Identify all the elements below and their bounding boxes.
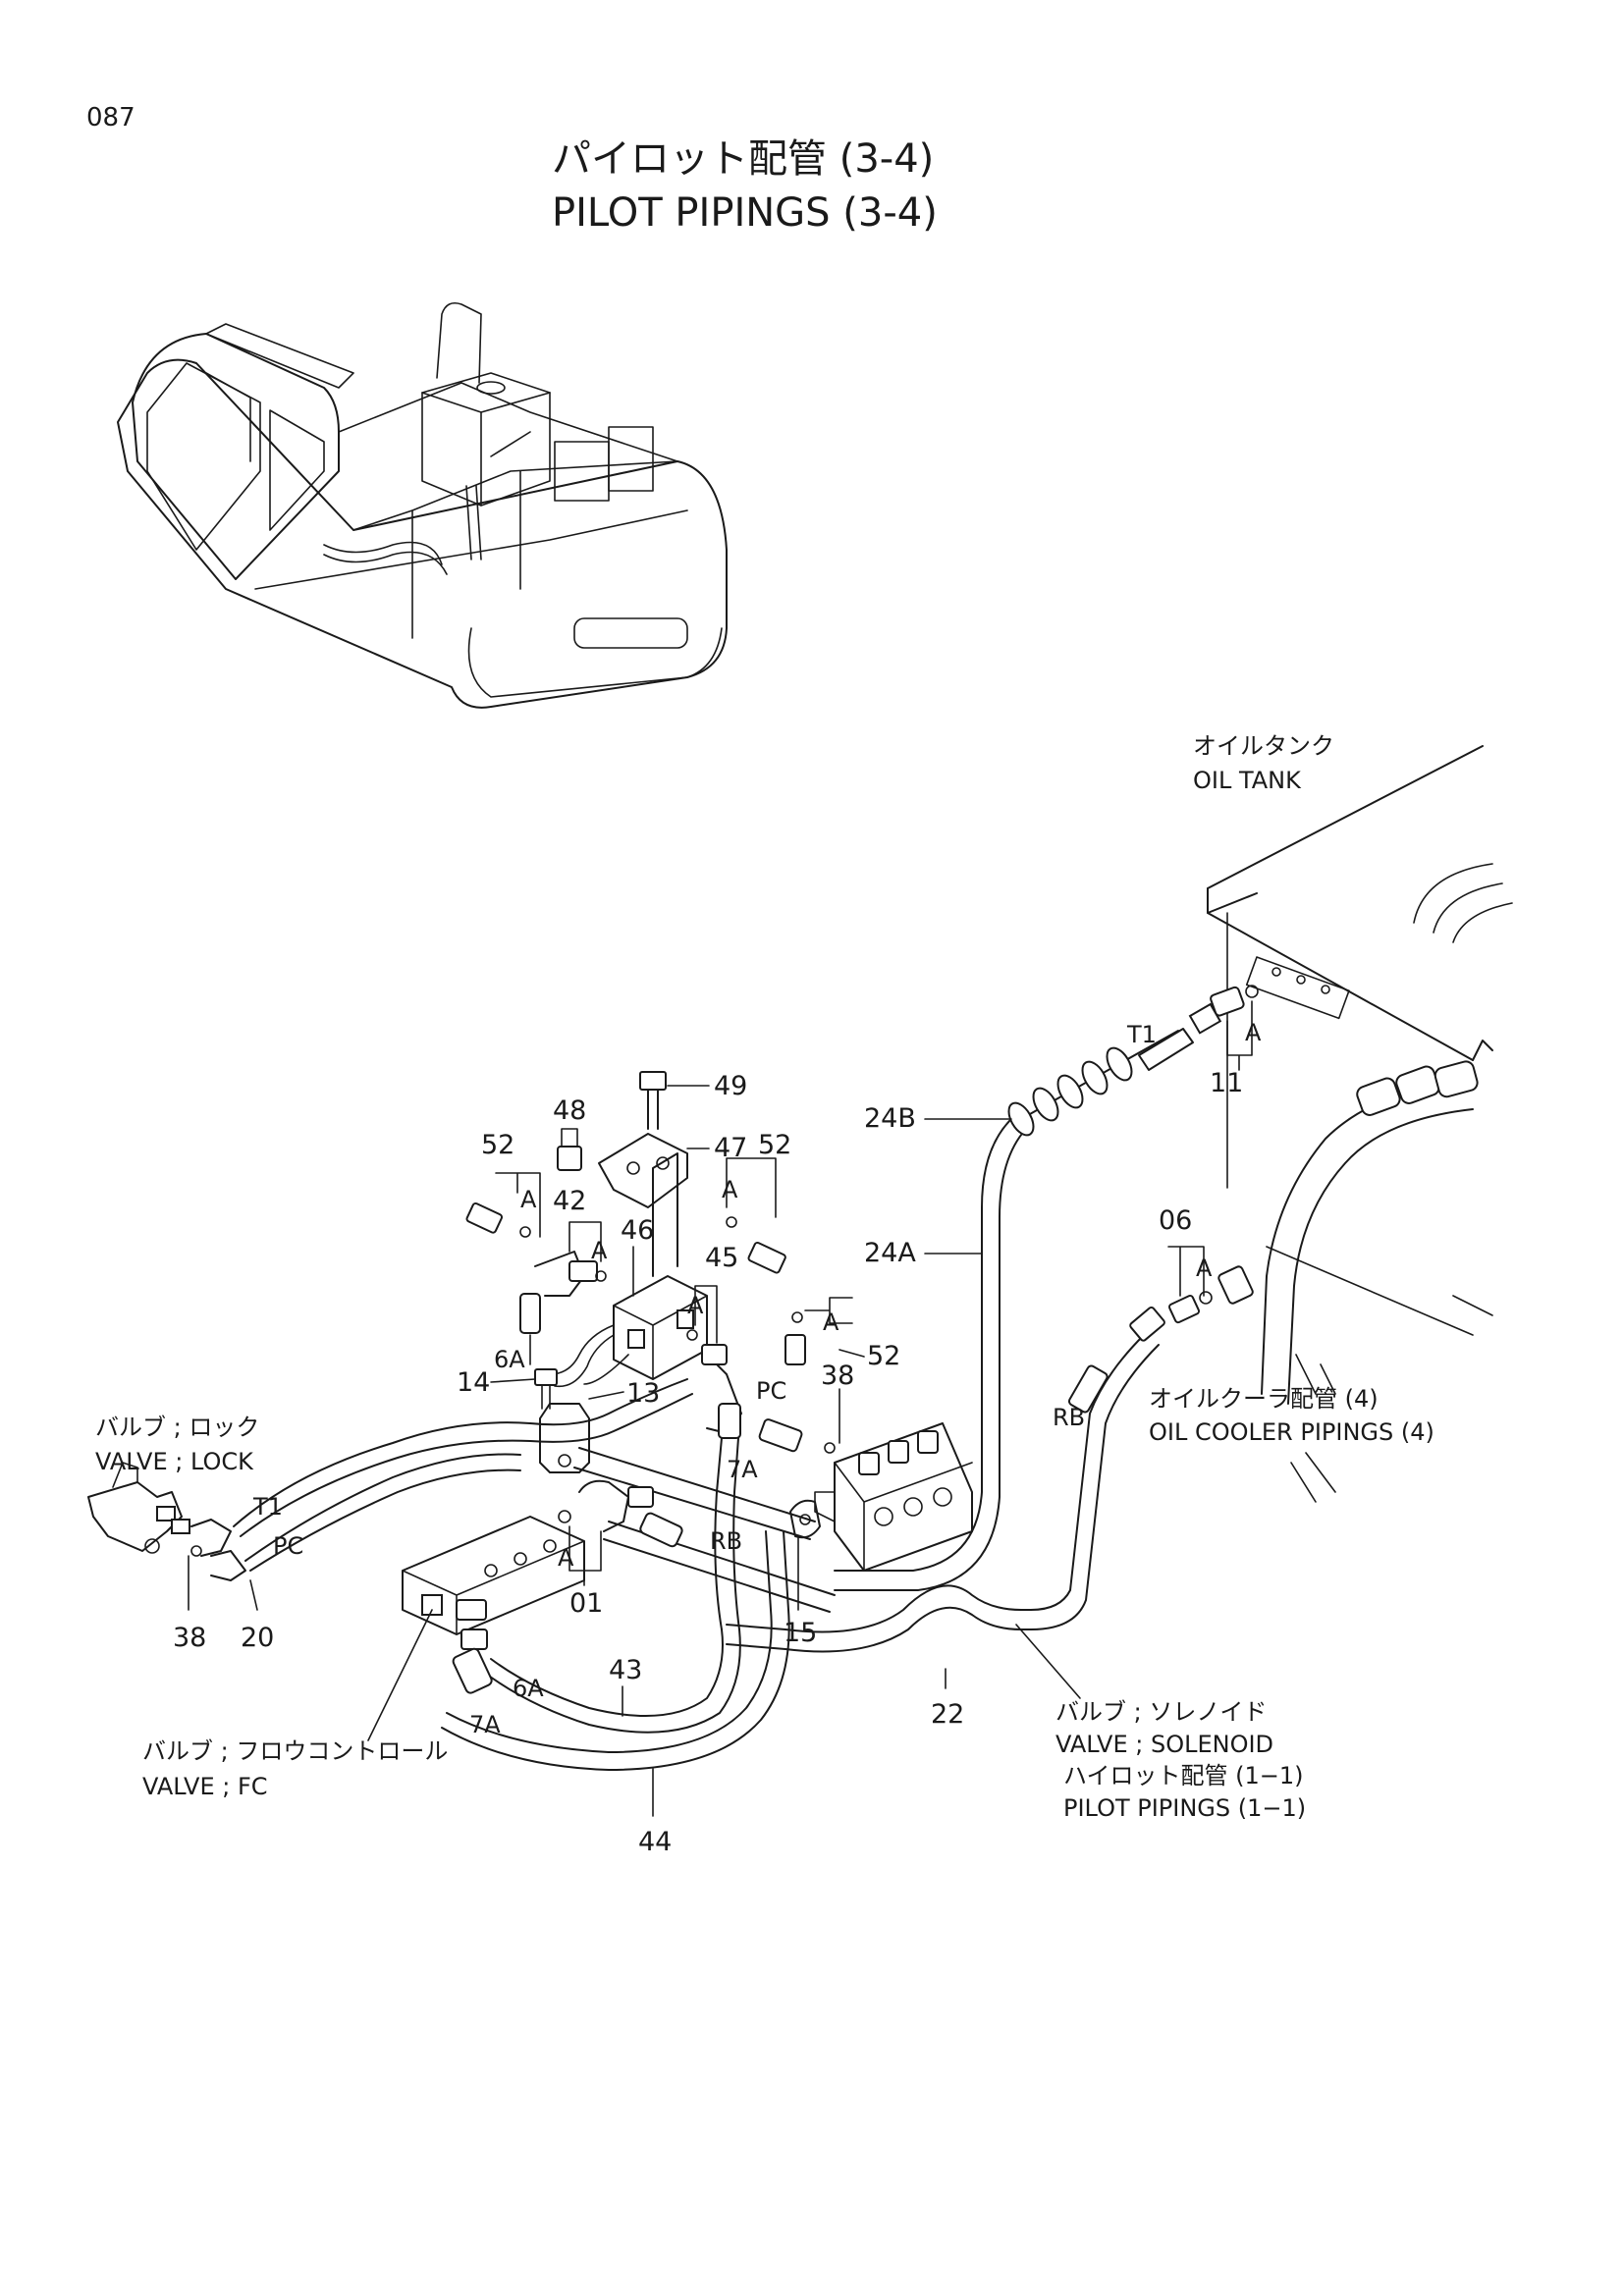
part-24b-label: 24B: [864, 1103, 916, 1134]
manifold-block-46: [613, 1152, 708, 1380]
port-7a-fc: 7A: [469, 1711, 501, 1738]
port-t1-tank: T1: [1126, 1021, 1157, 1048]
part-38-label-left: 38: [173, 1623, 206, 1653]
part-01-label: 01: [569, 1588, 603, 1619]
bracket-47: [598, 1133, 688, 1208]
bolt-14: [534, 1368, 558, 1410]
part-11-label: 11: [1210, 1068, 1243, 1098]
pilot-pipings-11-label-jp: ハイロット配管 (1−1): [1063, 1762, 1304, 1789]
fitting-52-lower: [784, 1297, 853, 1365]
part-38-label-center: 38: [821, 1361, 854, 1391]
valve-solenoid: [814, 1422, 973, 1572]
leader-13: [588, 1391, 624, 1400]
title-japanese: パイロット配管 (3-4): [552, 136, 934, 182]
part-44-label: 44: [638, 1827, 672, 1857]
bolt-49: [639, 1071, 667, 1130]
oil-cooler-hatch: [1290, 1452, 1336, 1503]
fitting-06: [1167, 1246, 1254, 1324]
part-52-label-lower: 52: [867, 1341, 900, 1371]
oil-cooler-label-jp: オイルクーラ配管 (4): [1149, 1385, 1379, 1413]
port-a-52-lower: A: [823, 1308, 839, 1336]
port-6a-block: 6A: [494, 1346, 525, 1373]
valve-fc-label-jp: バルブ ; フロウコントロール: [142, 1737, 448, 1765]
port-pc-45: PC: [756, 1377, 786, 1405]
valve-solenoid-label-jp: バルブ ; ソレノイド: [1055, 1698, 1267, 1726]
hose-22: [726, 1306, 1165, 1653]
part-42-label: 42: [553, 1186, 586, 1216]
pilot-pipings-11-label-en: PILOT PIPINGS (1−1): [1063, 1794, 1306, 1822]
valve-solenoid-label-en: VALVE ; SOLENOID: [1055, 1731, 1273, 1758]
pilot-hoses-lock: [233, 1378, 693, 1572]
leader-fc: [367, 1609, 433, 1741]
fitting-52-left: [465, 1172, 541, 1238]
port-7a-center: 7A: [727, 1456, 758, 1483]
part-13-label: 13: [626, 1378, 660, 1409]
part-46-label: 46: [621, 1215, 654, 1246]
port-a-11: A: [1245, 1019, 1262, 1046]
port-rb-22: RB: [1053, 1404, 1085, 1431]
part-52-label-left: 52: [481, 1130, 514, 1160]
part-43-label: 43: [609, 1655, 642, 1685]
part-48-label: 48: [553, 1095, 586, 1126]
hose-24b: [1007, 1002, 1222, 1137]
page-number: 087: [86, 103, 135, 133]
hose-43: [452, 1629, 741, 1734]
clamp-15: [789, 1499, 821, 1539]
hose-rb-long: [573, 1447, 836, 1613]
part-45-label: 45: [705, 1243, 738, 1273]
excavator-overview: [117, 301, 728, 709]
valve-lock-label-en: VALVE ; LOCK: [95, 1448, 254, 1475]
valve-fc-label-en: VALVE ; FC: [142, 1773, 268, 1800]
part-52-label-right: 52: [758, 1130, 791, 1160]
part-20-label: 20: [241, 1623, 274, 1653]
hose-44: [441, 1530, 790, 1772]
leader-20: [249, 1579, 258, 1611]
valve-lock-label-jp: バルブ ; ロック: [95, 1414, 259, 1441]
part-14-label: 14: [457, 1367, 490, 1398]
leader-14: [490, 1378, 536, 1383]
oil-tank-label-jp: オイルタンク: [1193, 732, 1334, 760]
port-a-06: A: [1196, 1255, 1213, 1282]
block-small-hoses: 6A: [494, 1293, 629, 1388]
title-english: PILOT PIPINGS (3-4): [552, 190, 938, 236]
hose-7a-center: [714, 1403, 741, 1630]
fitting-52-right: [726, 1157, 786, 1274]
fitting-38-center: [758, 1388, 840, 1454]
port-a-52-right: A: [722, 1176, 738, 1203]
port-6a-fc: 6A: [513, 1675, 544, 1702]
port-pc-lock: PC: [273, 1532, 303, 1560]
fitting-hose-rb: [639, 1512, 683, 1548]
elbow-01: [558, 1479, 654, 1586]
port-a-45: A: [687, 1292, 704, 1319]
valve-lock: [87, 1462, 190, 1554]
hose-24a: [834, 1118, 1027, 1591]
port-a-42: A: [591, 1237, 608, 1264]
leader-solenoid: [1015, 1624, 1081, 1699]
leader-52-lower: [839, 1349, 865, 1358]
port-a-52-left: A: [520, 1186, 537, 1213]
plug-48: [557, 1128, 582, 1171]
oil-tank-label-en: OIL TANK: [1193, 767, 1302, 794]
oil-cooler-label-en: OIL COOLER PIPINGS (4): [1149, 1418, 1434, 1446]
tank-return-hose: [1261, 1060, 1479, 1405]
elbow-42: [534, 1221, 607, 1297]
part-24a-label: 24A: [864, 1238, 916, 1268]
fitting-11: [1210, 985, 1259, 1071]
fitting-20: [190, 1519, 246, 1581]
part-06-label: 06: [1159, 1205, 1192, 1236]
part-49-label: 49: [714, 1071, 747, 1101]
clamp-13: [539, 1403, 590, 1473]
valve-fc: [402, 1516, 585, 1650]
part-22-label: 22: [931, 1699, 964, 1730]
